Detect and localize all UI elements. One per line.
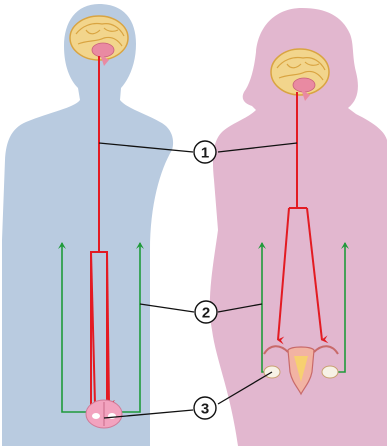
testes-icon: [86, 400, 122, 428]
male-body-silhouette: [2, 4, 173, 446]
callout-3: 3: [194, 397, 216, 419]
callout-1: 1: [194, 141, 216, 163]
callout-3-label: 3: [201, 401, 209, 418]
callout-2-label: 2: [202, 305, 210, 322]
callout-1-label: 1: [201, 145, 209, 162]
callout-2: 2: [195, 301, 217, 323]
